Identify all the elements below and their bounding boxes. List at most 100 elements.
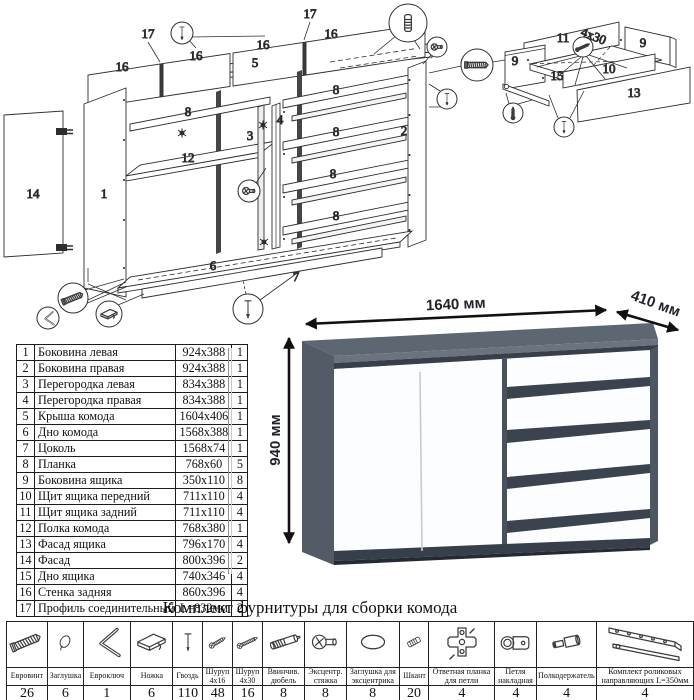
part-qty: 1: [231, 408, 249, 425]
table-side-rule: [228, 348, 232, 574]
part-number-label: 14: [27, 186, 41, 201]
dresser-right-edge: [650, 346, 658, 545]
dowel-screw-icon: [269, 634, 301, 650]
hardware-icon-cell: [129, 621, 174, 668]
part-size: L=832мм: [175, 600, 233, 617]
hardware-qty: 1: [82, 685, 131, 700]
hardware-name: Комплект роликовых направляющих L=350мм: [596, 666, 694, 687]
part-name: Щит ящика передний: [33, 488, 177, 505]
nail-callout: [436, 88, 458, 110]
part-number-label: 10: [603, 61, 616, 76]
hardware-name: Ввинчив. дюбель: [262, 666, 305, 687]
hardware-qty: 6: [46, 685, 84, 700]
hardware-qty: 8: [303, 685, 347, 700]
hardware-name: Ответная планка для петли: [428, 666, 496, 687]
dresser-plinth: [334, 538, 650, 561]
screw-l-callout: [572, 36, 594, 58]
part-size: 740x346: [175, 568, 233, 585]
part-qty: 4: [231, 568, 249, 585]
hinge-plate-icon: [447, 627, 477, 660]
hardware-icon-cell: [262, 621, 305, 668]
hardware-callouts: [36, 3, 594, 330]
part-number-label: 1: [101, 186, 108, 201]
hardware-icon-cell: [6, 621, 48, 668]
part-number-label: 7: [293, 269, 300, 284]
part-number-label: 15: [551, 68, 564, 83]
hardware-name: Полкодержатель: [536, 666, 598, 687]
hardware-qty: 8: [262, 685, 305, 700]
part-qty: 1: [231, 360, 249, 377]
interior-parts: [125, 73, 415, 251]
dresser-left-side: [302, 341, 334, 565]
part-size: 796x170: [175, 536, 233, 553]
drawer-gap-3: [507, 464, 650, 489]
plinth-panel: [141, 247, 383, 299]
part-name: Фасад: [33, 552, 177, 569]
hardware-name: Шкант: [398, 666, 430, 687]
part-name: Планка: [33, 456, 177, 473]
part-number-label: 11: [557, 30, 570, 45]
hardware-name: Заглушка: [46, 666, 84, 687]
part-number: 1: [16, 344, 35, 361]
part-name: Крыша комода: [33, 408, 177, 425]
nail-icon: [184, 633, 192, 651]
hardware-icon-cell: [232, 621, 264, 668]
part-number: 7: [16, 440, 35, 457]
euro-screw-icon: [9, 633, 42, 653]
shkant-callout: [388, 3, 428, 43]
foot-callout: [95, 300, 123, 328]
part-qty: 2: [231, 600, 249, 617]
depth-dimension: 410 мм: [628, 287, 682, 321]
drawer-parts: [502, 21, 691, 123]
part-size: 1568x388: [175, 424, 233, 441]
part-name: Цоколь: [33, 440, 177, 457]
part-name: Дно ящика: [33, 568, 177, 585]
part-size: 924x388: [175, 360, 233, 377]
hardware-title: Комплект фурнитуры для сборки комода: [162, 598, 458, 617]
hardware-qty: 16: [232, 685, 264, 700]
part-name: Щит ящика задний: [33, 504, 177, 521]
part-size: 350x110: [175, 472, 233, 489]
part-size: 768x60: [175, 456, 233, 473]
part-number-label: 13: [628, 85, 641, 100]
door-panel: [3, 110, 73, 258]
part-number-label: 3: [247, 128, 254, 143]
part-number: 2: [16, 360, 35, 377]
dresser-top-edge: [334, 339, 658, 363]
part-number-label: 16: [190, 48, 204, 63]
drawer-gap-4: [507, 509, 650, 533]
back-panels: [87, 23, 426, 109]
hardware-qty: 110: [172, 685, 204, 700]
part-name: Перегородка правая: [33, 392, 177, 409]
hex-key-icon: [98, 627, 121, 658]
part-name: Профиль соединительный: [33, 600, 177, 617]
slide-rail-icon: [608, 627, 682, 662]
dresser-top: [302, 323, 658, 356]
door-gap: [419, 371, 423, 552]
screw-s-callout: [502, 102, 524, 124]
hardware-name: Ножка: [129, 666, 174, 687]
cam-fitting-glyph: [258, 120, 268, 130]
hardware-icon-cell: [82, 621, 131, 668]
hardware-name: Петля накладная: [494, 666, 538, 687]
part-size: 711x110: [175, 488, 233, 505]
hinge-icon: [500, 636, 530, 650]
part-name: Дно комода: [33, 424, 177, 441]
part-qty: 4: [231, 488, 249, 505]
part-qty: 2: [231, 552, 249, 569]
part-size: 1568x74: [175, 440, 233, 457]
part-number: 11: [16, 504, 35, 521]
product-image: 1640 мм 410 мм 940 мм: [267, 287, 683, 565]
part-name: Боковина правая: [33, 360, 177, 377]
part-number-label: 16: [257, 37, 271, 52]
foot-icon: [137, 633, 166, 651]
hardware-qty: 4: [536, 685, 598, 700]
